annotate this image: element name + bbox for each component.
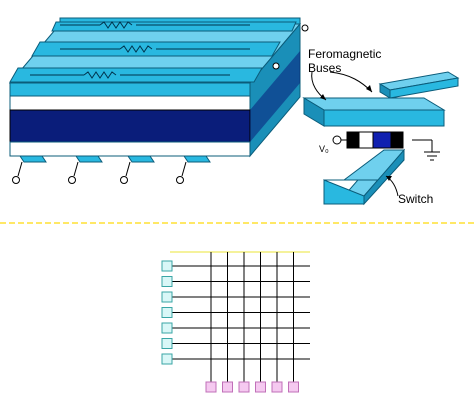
resistor-icon [99,21,133,29]
ground-icon [412,139,440,161]
side-navy-stripe [250,51,300,142]
terminal-icon [68,176,76,184]
resistor-icon [83,71,117,79]
top-strips [9,17,309,83]
column-pad [222,381,233,393]
pointer-arrow [385,175,399,197]
terminal-icon [120,176,128,184]
row-pad [161,338,173,349]
horizontal-bus-front [323,109,445,127]
terminal-1 [12,155,47,184]
front-bottom-white-layer [9,141,251,157]
terminal-icon [301,24,309,32]
strip-middle [31,41,281,57]
column-pad [271,381,283,393]
row-pad [161,276,173,287]
terminal-icon [332,135,342,145]
resistor-icon [119,45,153,53]
feromagnetic-label-line2: Buses [308,61,342,75]
switch-white-block [358,131,374,149]
feromagnetic-label-line1: Feromagnetic [308,47,382,61]
front-cyan-layer [9,82,251,97]
terminal-icon [272,62,280,70]
terminal-icon [176,176,184,184]
row-pad [161,353,173,365]
row-pad [161,291,173,303]
front-white-layer [9,95,251,111]
switch-label: Switch [398,192,434,206]
column-pad [288,381,299,393]
row-pad [161,322,173,334]
terminal-4 [176,155,211,184]
pointer-arrow [329,71,373,93]
switch-detail [302,71,460,206]
switch-black-block [390,131,404,149]
terminal-3 [120,155,155,184]
crossbar-grid [161,251,310,393]
column-pad [255,381,266,393]
terminal-icon [12,176,20,184]
switch-blue-block [372,131,392,149]
terminal-2 [68,155,103,184]
row-pad [161,260,173,272]
switch-black-block [346,131,360,149]
strip-back [51,17,301,32]
column-pad [205,381,217,393]
front-navy-layer [9,109,251,143]
v0-label: V₀ [319,144,329,154]
row-pad [161,307,173,318]
strip-front [9,67,263,83]
bottom-terminals [12,155,211,184]
column-pad [238,381,250,393]
